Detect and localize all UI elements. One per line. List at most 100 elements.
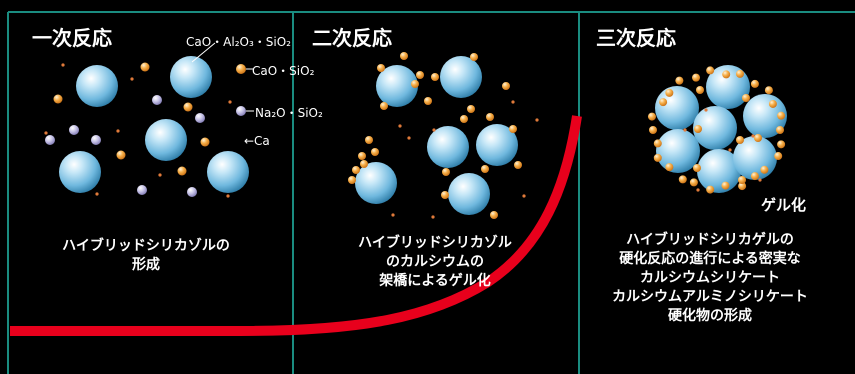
ca-dot xyxy=(431,215,435,219)
stage-3-title: 三次反応 xyxy=(596,26,676,50)
orange-particle xyxy=(738,182,747,191)
orange-particle xyxy=(696,86,704,94)
orange-particle xyxy=(486,113,494,121)
orange-particle xyxy=(675,76,684,85)
ca-dot xyxy=(522,194,526,198)
stage-3-caption-line: 硬化反応の進行による密実な xyxy=(619,251,801,267)
large-particle xyxy=(59,151,101,193)
orange-particle xyxy=(689,178,698,187)
stage-1-title: 一次反応 xyxy=(32,26,112,50)
legend-ca: ←Ca xyxy=(244,134,270,148)
lavender-particle xyxy=(45,135,55,145)
orange-particle xyxy=(653,153,662,162)
orange-particle xyxy=(200,137,210,147)
orange-particle xyxy=(647,112,656,121)
large-particle xyxy=(355,162,397,204)
ca-dot xyxy=(683,128,687,132)
stage-1-caption-line: 形成 xyxy=(132,257,160,273)
stage-3-caption-line: カルシウムシリケート xyxy=(640,270,780,286)
orange-particle xyxy=(678,175,687,184)
lavender-particle xyxy=(69,125,79,135)
orange-particle xyxy=(441,191,449,199)
orange-particle xyxy=(514,161,522,169)
large-particle xyxy=(656,129,700,173)
stage-3-caption-line: 硬化物の形成 xyxy=(668,308,752,324)
orange-particle xyxy=(774,152,783,161)
orange-particle xyxy=(665,88,674,97)
orange-particle xyxy=(377,64,385,72)
orange-particle xyxy=(777,111,786,120)
ca-dot xyxy=(728,148,732,152)
orange-particle xyxy=(348,176,356,184)
stage-2-caption: ハイブリッドシリカゾル のカルシウムの 架橋によるゲル化 xyxy=(320,234,550,291)
orange-particle xyxy=(380,102,388,110)
ca-dot xyxy=(116,129,120,133)
ca-dot xyxy=(158,173,162,177)
ca-dot xyxy=(407,136,411,140)
large-particle xyxy=(697,149,741,193)
legend-cao-al2o3-sio2: CaO・Al₂O₃・SiO₂ xyxy=(186,35,291,49)
orange-particle xyxy=(358,152,366,160)
orange-particle xyxy=(754,134,762,142)
orange-particle xyxy=(411,80,419,88)
stage-2-caption-line: ハイブリッドシリカゾル xyxy=(358,235,512,251)
orange-particle xyxy=(659,98,668,107)
gel-label: ゲル化 xyxy=(761,196,807,214)
particle-layer xyxy=(44,52,787,219)
orange-particle xyxy=(694,125,702,133)
reaction-curve-layer xyxy=(10,115,582,336)
large-particle xyxy=(376,65,418,107)
ca-dot xyxy=(95,192,99,196)
stage-3-caption-line: カルシウムアルミノシリケート xyxy=(612,289,808,305)
orange-particle xyxy=(183,102,193,112)
ca-dot xyxy=(398,124,402,128)
stage-3-caption-line: ハイブリッドシリカゲルの xyxy=(626,232,794,248)
reaction-curve xyxy=(10,115,582,336)
large-particle xyxy=(76,65,118,107)
ca-dot xyxy=(391,213,395,217)
orange-particle xyxy=(470,53,478,61)
lavender-particle xyxy=(152,95,162,105)
ca-dot xyxy=(130,77,134,81)
stage-1-caption-line: ハイブリッドシリカゾルの xyxy=(62,238,230,254)
orange-particle xyxy=(424,97,432,105)
orange-particle xyxy=(467,105,475,113)
orange-particle xyxy=(177,166,187,176)
orange-particle xyxy=(692,73,701,82)
orange-particle xyxy=(653,139,662,148)
ca-dot xyxy=(535,118,539,122)
stage-2-caption-line: 架橋によるゲル化 xyxy=(379,273,491,289)
orange-particle xyxy=(764,86,773,95)
large-particle xyxy=(145,119,187,161)
legend-leader xyxy=(191,42,216,63)
orange-particle xyxy=(502,82,510,90)
orange-particle xyxy=(442,168,450,176)
ca-dot xyxy=(696,188,700,192)
stage-2-caption-line: のカルシウムの xyxy=(386,254,484,270)
orange-particle xyxy=(665,163,674,172)
large-particle xyxy=(476,124,518,166)
orange-particle xyxy=(371,148,379,156)
orange-particle xyxy=(509,125,517,133)
orange-particle xyxy=(722,70,731,79)
ca-dot xyxy=(226,194,230,198)
orange-particle xyxy=(776,126,784,134)
orange-particle xyxy=(768,99,777,108)
panel-dividers xyxy=(7,11,855,374)
ca-dot xyxy=(758,178,762,182)
orange-particle xyxy=(649,126,657,134)
orange-particle xyxy=(365,136,373,144)
ca-dot xyxy=(511,100,515,104)
large-particle xyxy=(207,151,249,193)
orange-particle xyxy=(736,136,744,144)
orange-particle xyxy=(53,94,63,104)
legend-cao-sio2: CaO・SiO₂ xyxy=(252,64,315,78)
legend-leader-lines xyxy=(191,42,254,112)
ca-dot xyxy=(61,63,65,67)
orange-particle xyxy=(236,64,246,74)
ca-dot xyxy=(751,134,755,138)
ca-dot xyxy=(228,100,232,104)
orange-particle xyxy=(721,181,730,190)
